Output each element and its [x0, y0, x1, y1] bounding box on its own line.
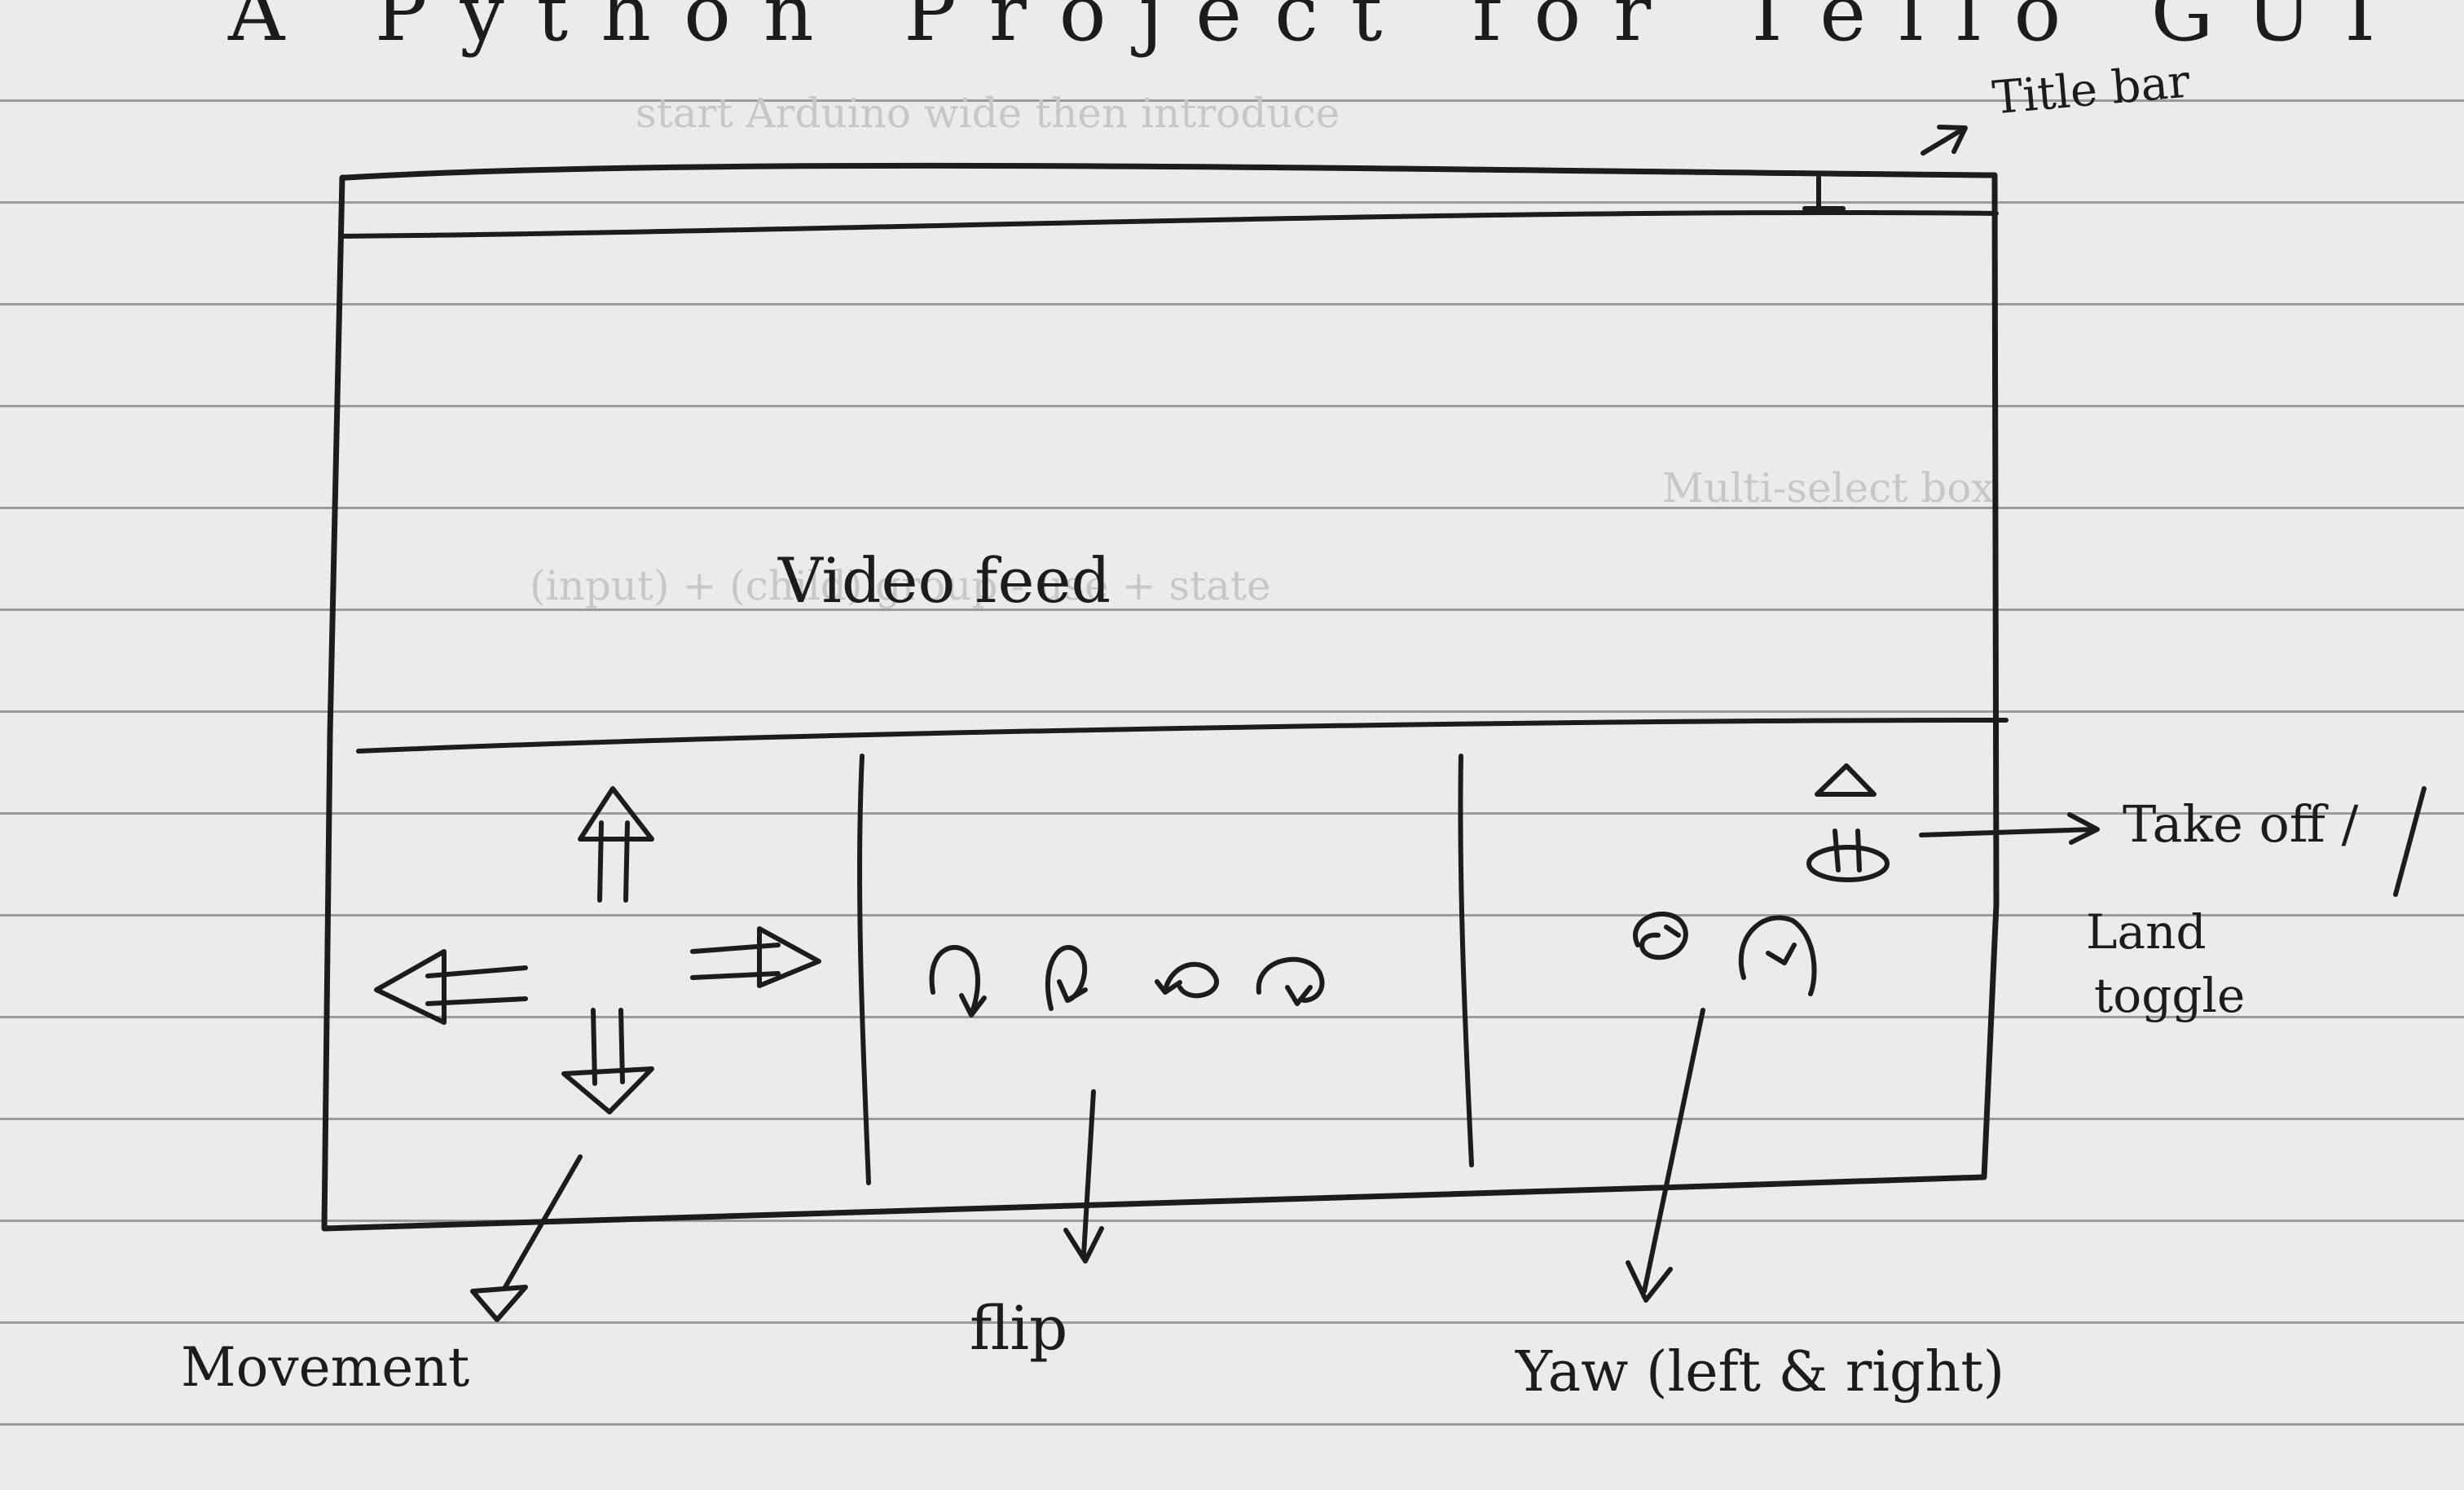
takeoff-land-toggle[interactable] [1801, 758, 1899, 888]
move-down-button[interactable] [562, 1006, 660, 1120]
land-label: Land [2086, 904, 2207, 960]
movement-label: Movement [181, 1336, 470, 1399]
flip-left-button[interactable] [1153, 949, 1230, 1014]
yaw-icons [1633, 911, 1817, 996]
video-controls-divider [356, 718, 2009, 754]
takeoff-label: Take off / [2123, 794, 2359, 854]
move-right-button[interactable] [684, 925, 827, 994]
yaw-left-button[interactable] [1621, 904, 1699, 969]
flip-right-button[interactable] [1251, 945, 1332, 1014]
toggle-label: toggle [2094, 968, 2246, 1023]
bleed-through-text: Multi-select box [1662, 464, 1995, 512]
takeoff-land-icon [1806, 763, 1890, 882]
window-frame [321, 162, 2000, 1232]
video-feed-label: Video feed [778, 544, 1111, 617]
move-up-button[interactable] [570, 782, 660, 904]
flip-label: flip [970, 1294, 1068, 1364]
movement-annotation-arrow [470, 1154, 583, 1322]
flip-back-button[interactable] [1035, 933, 1100, 1022]
flip-icons [929, 945, 1325, 1018]
bleed-through-text: (input) + (child) group - use + state [530, 562, 1271, 609]
yaw-right-button[interactable] [1727, 908, 1825, 1002]
yaw-label: Yaw (left & right) [1516, 1340, 2005, 1404]
title-bar-arrow [1921, 125, 1968, 156]
title-bar-tick [1802, 175, 1846, 211]
takeoff-annotation-arrow [1919, 812, 2100, 845]
flip-annotation-arrow [1063, 1089, 1104, 1264]
flip-forward-button[interactable] [921, 933, 994, 1022]
takeoff-slash [2393, 786, 2427, 897]
move-left-button[interactable] [371, 945, 534, 1026]
flip-yaw-divider [1458, 754, 1474, 1167]
video-feed-area [350, 244, 1988, 717]
bleed-through-text: start Arduino wide then introduce [636, 90, 1340, 137]
yaw-annotation-arrow [1626, 1008, 1705, 1303]
movement-flip-divider [857, 754, 871, 1185]
title-bar-divider [338, 209, 1999, 239]
movement-arrows [374, 786, 821, 1114]
page-heading: A Python Project for Tello GUI [228, 0, 2409, 59]
